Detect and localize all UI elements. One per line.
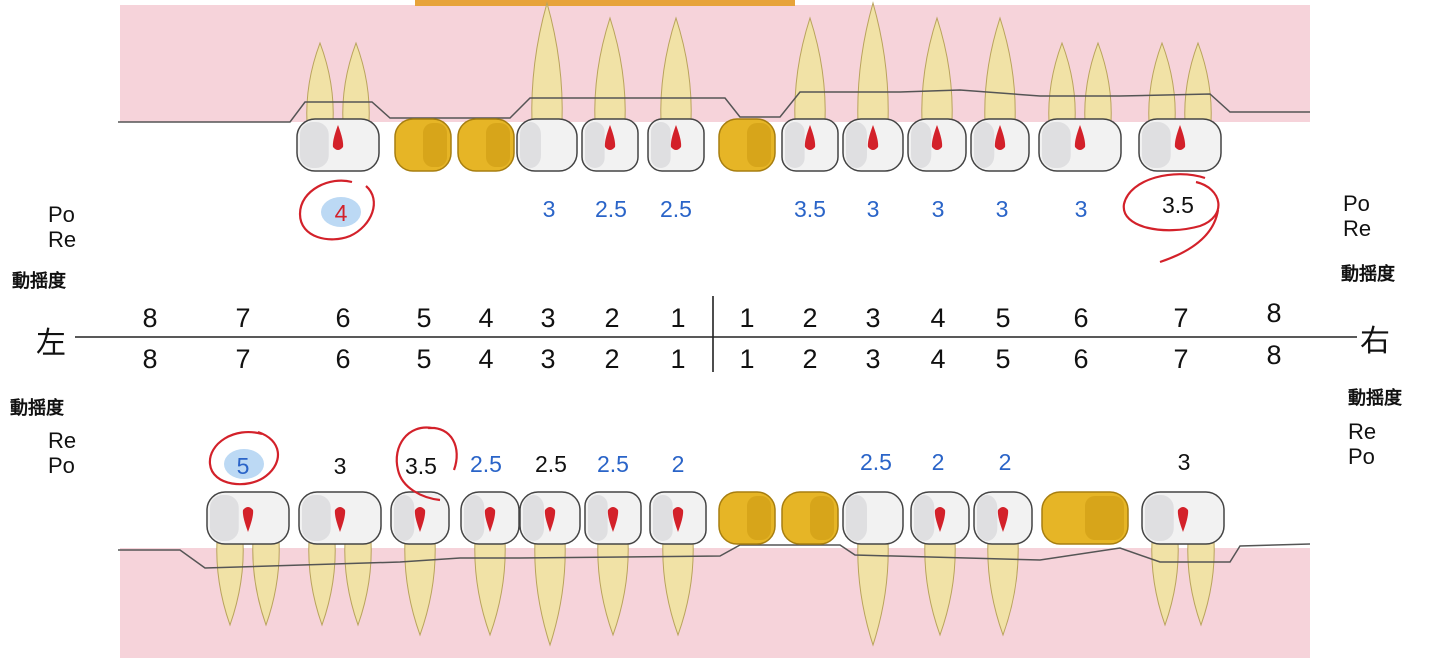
upper-left-mobility-label: 動揺度 bbox=[12, 267, 66, 293]
upper-left-re-label: Re bbox=[48, 229, 76, 251]
lower-right-mobility-label: 動揺度 bbox=[1348, 384, 1402, 410]
upper-tooth-number: 1 bbox=[658, 303, 698, 334]
lower-tooth-number: 8 bbox=[1254, 340, 1294, 371]
lower-value-7L: 5 bbox=[213, 453, 273, 480]
lower-value-5R: 2 bbox=[975, 449, 1035, 476]
upper-right-mobility-label: 動揺度 bbox=[1341, 260, 1395, 286]
upper-left-po-label: Po bbox=[48, 204, 75, 226]
lower-left-mobility-label: 動揺度 bbox=[10, 394, 64, 420]
lower-tooth-4L-shade bbox=[464, 495, 484, 541]
lower-value-4R: 2 bbox=[908, 449, 968, 476]
lower-tooth-number: 7 bbox=[223, 344, 263, 375]
upper-tooth-number: 1 bbox=[727, 303, 767, 334]
lower-left-po-label: Po bbox=[48, 455, 75, 477]
upper-value-4R: 3 bbox=[908, 196, 968, 223]
upper-tooth-5L-shade bbox=[423, 123, 447, 167]
upper-tooth-number: 4 bbox=[466, 303, 506, 334]
lower-tooth-number: 6 bbox=[323, 344, 363, 375]
upper-tooth-number: 2 bbox=[592, 303, 632, 334]
upper-tooth-4R-shade bbox=[911, 122, 931, 168]
upper-tooth-3R-shade bbox=[846, 122, 867, 168]
upper-value-5R: 3 bbox=[972, 196, 1032, 223]
upper-value-7R: 3.5 bbox=[1148, 192, 1208, 219]
lower-value-7R: 3 bbox=[1154, 449, 1214, 476]
lower-value-2L: 2.5 bbox=[583, 451, 643, 478]
lower-tooth-number: 8 bbox=[130, 344, 170, 375]
right-side-label: 右 bbox=[1360, 316, 1390, 360]
lower-tooth-4R-shade bbox=[914, 495, 934, 541]
lower-tooth-3L-shade bbox=[523, 495, 544, 541]
upper-tooth-number: 8 bbox=[1254, 298, 1294, 329]
upper-right-re-label: Re bbox=[1343, 218, 1371, 240]
upper-value-3R: 3 bbox=[843, 196, 903, 223]
upper-tooth-number: 5 bbox=[983, 303, 1023, 334]
lower-tooth-7R-shade bbox=[1145, 495, 1174, 541]
upper-tooth-2L-shade bbox=[585, 122, 605, 168]
lower-tooth-2L-shade bbox=[588, 495, 608, 541]
left-side-label: 左 bbox=[36, 318, 66, 362]
lower-right-re-label: Re bbox=[1348, 421, 1376, 443]
lower-tooth-5R-shade bbox=[977, 495, 997, 541]
upper-tooth-4L-shade bbox=[486, 123, 510, 167]
upper-tooth-number: 6 bbox=[323, 303, 363, 334]
upper-right-po-label: Po bbox=[1343, 193, 1370, 215]
lower-tooth-number: 1 bbox=[727, 344, 767, 375]
upper-tooth-number: 6 bbox=[1061, 303, 1101, 334]
lower-tooth-1R-shade bbox=[747, 496, 771, 540]
upper-value-3L: 3 bbox=[519, 196, 579, 223]
upper-tooth-6L-shade bbox=[300, 122, 329, 168]
lower-tooth-2R-shade bbox=[810, 496, 834, 540]
lower-tooth-number: 7 bbox=[1161, 344, 1201, 375]
lower-tooth-number: 4 bbox=[918, 344, 958, 375]
lower-tooth-number: 6 bbox=[1061, 344, 1101, 375]
upper-tooth-1L-shade bbox=[651, 122, 671, 168]
upper-value-6L: 4 bbox=[311, 200, 371, 227]
lower-tooth-3R-shade bbox=[846, 495, 867, 541]
lower-crowns bbox=[207, 492, 1224, 544]
lower-tooth-number: 2 bbox=[790, 344, 830, 375]
lower-tooth-number: 4 bbox=[466, 344, 506, 375]
lower-tooth-6R-shade bbox=[1085, 496, 1124, 540]
upper-tooth-number: 8 bbox=[130, 303, 170, 334]
lower-tooth-5L-shade bbox=[394, 495, 414, 541]
lower-left-re-label: Re bbox=[48, 430, 76, 452]
lower-value-3R: 2.5 bbox=[846, 449, 906, 476]
lower-tooth-number: 3 bbox=[528, 344, 568, 375]
lower-tooth-7L-shade bbox=[210, 495, 239, 541]
upper-tooth-number: 4 bbox=[918, 303, 958, 334]
lower-value-4L: 2.5 bbox=[456, 451, 516, 478]
lower-tooth-number: 2 bbox=[592, 344, 632, 375]
upper-value-6R: 3 bbox=[1051, 196, 1111, 223]
lower-value-5L: 3.5 bbox=[391, 453, 451, 480]
lower-tooth-number: 1 bbox=[658, 344, 698, 375]
upper-tooth-1R-shade bbox=[747, 123, 771, 167]
lower-right-po-label: Po bbox=[1348, 446, 1375, 468]
upper-value-1L: 2.5 bbox=[646, 196, 706, 223]
upper-crowns bbox=[297, 119, 1221, 171]
upper-tooth-number: 3 bbox=[853, 303, 893, 334]
upper-tooth-7R-shade bbox=[1142, 122, 1171, 168]
upper-tooth-2R-shade bbox=[785, 122, 805, 168]
upper-tooth-3L-shade bbox=[520, 122, 541, 168]
upper-tooth-number: 7 bbox=[223, 303, 263, 334]
upper-value-2L: 2.5 bbox=[581, 196, 641, 223]
upper-tooth-5R-shade bbox=[974, 122, 994, 168]
upper-tooth-6R-shade bbox=[1042, 122, 1071, 168]
upper-value-2R: 3.5 bbox=[780, 196, 840, 223]
lower-value-3L: 2.5 bbox=[521, 451, 581, 478]
lower-tooth-1L-shade bbox=[653, 495, 673, 541]
lower-value-6L: 3 bbox=[310, 453, 370, 480]
lower-tooth-6L-shade bbox=[302, 495, 331, 541]
lower-tooth-number: 5 bbox=[983, 344, 1023, 375]
upper-tooth-number: 7 bbox=[1161, 303, 1201, 334]
lower-value-1L: 2 bbox=[648, 451, 708, 478]
lower-tooth-number: 5 bbox=[404, 344, 444, 375]
upper-tooth-number: 3 bbox=[528, 303, 568, 334]
upper-tooth-number: 2 bbox=[790, 303, 830, 334]
top-strip bbox=[415, 0, 795, 6]
upper-gum bbox=[120, 5, 1310, 122]
upper-tooth-number: 5 bbox=[404, 303, 444, 334]
lower-tooth-number: 3 bbox=[853, 344, 893, 375]
